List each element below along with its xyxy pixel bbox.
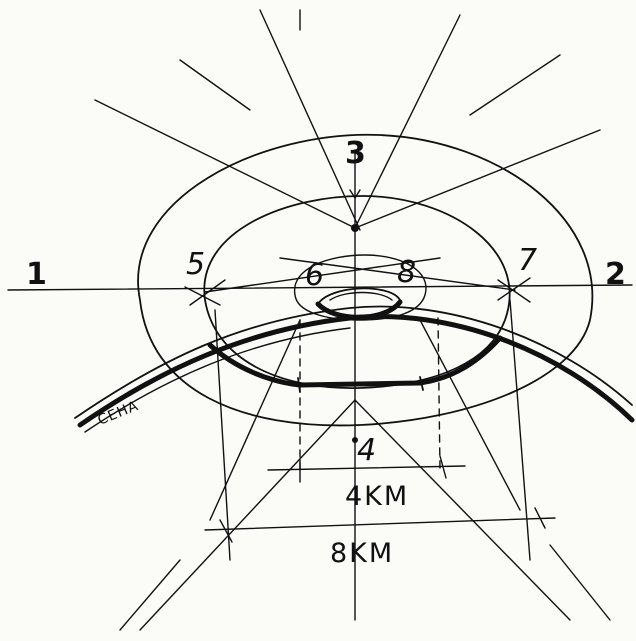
label-point-5: 5 xyxy=(186,247,205,282)
label-point-4: 4 xyxy=(357,433,376,468)
label-point-2: 2 xyxy=(605,257,626,292)
node-center xyxy=(351,224,359,232)
label-point-8: 8 xyxy=(397,255,416,290)
label-point-7: 7 xyxy=(518,243,537,278)
label-point-1: 1 xyxy=(26,257,47,292)
label-point-3: 3 xyxy=(345,136,366,171)
ray-far-left xyxy=(180,60,250,110)
label-4km: 4KM xyxy=(345,481,409,512)
label-8km: 8KM xyxy=(330,538,394,569)
label-point-6: 6 xyxy=(305,258,324,293)
center-half-moon xyxy=(318,288,400,304)
cross-7-a xyxy=(498,280,530,302)
river-bank-lower xyxy=(80,317,632,425)
ray-lower-left xyxy=(140,400,355,630)
ray-upper-left xyxy=(95,100,355,228)
center-half-moon-inner xyxy=(330,293,392,301)
ray-far-right xyxy=(470,55,560,115)
dashed-right xyxy=(438,318,440,470)
ray-top-right xyxy=(355,15,460,228)
ray-upper-right xyxy=(355,130,600,228)
dimension-8km xyxy=(205,518,555,530)
ray-top-left xyxy=(260,10,360,230)
